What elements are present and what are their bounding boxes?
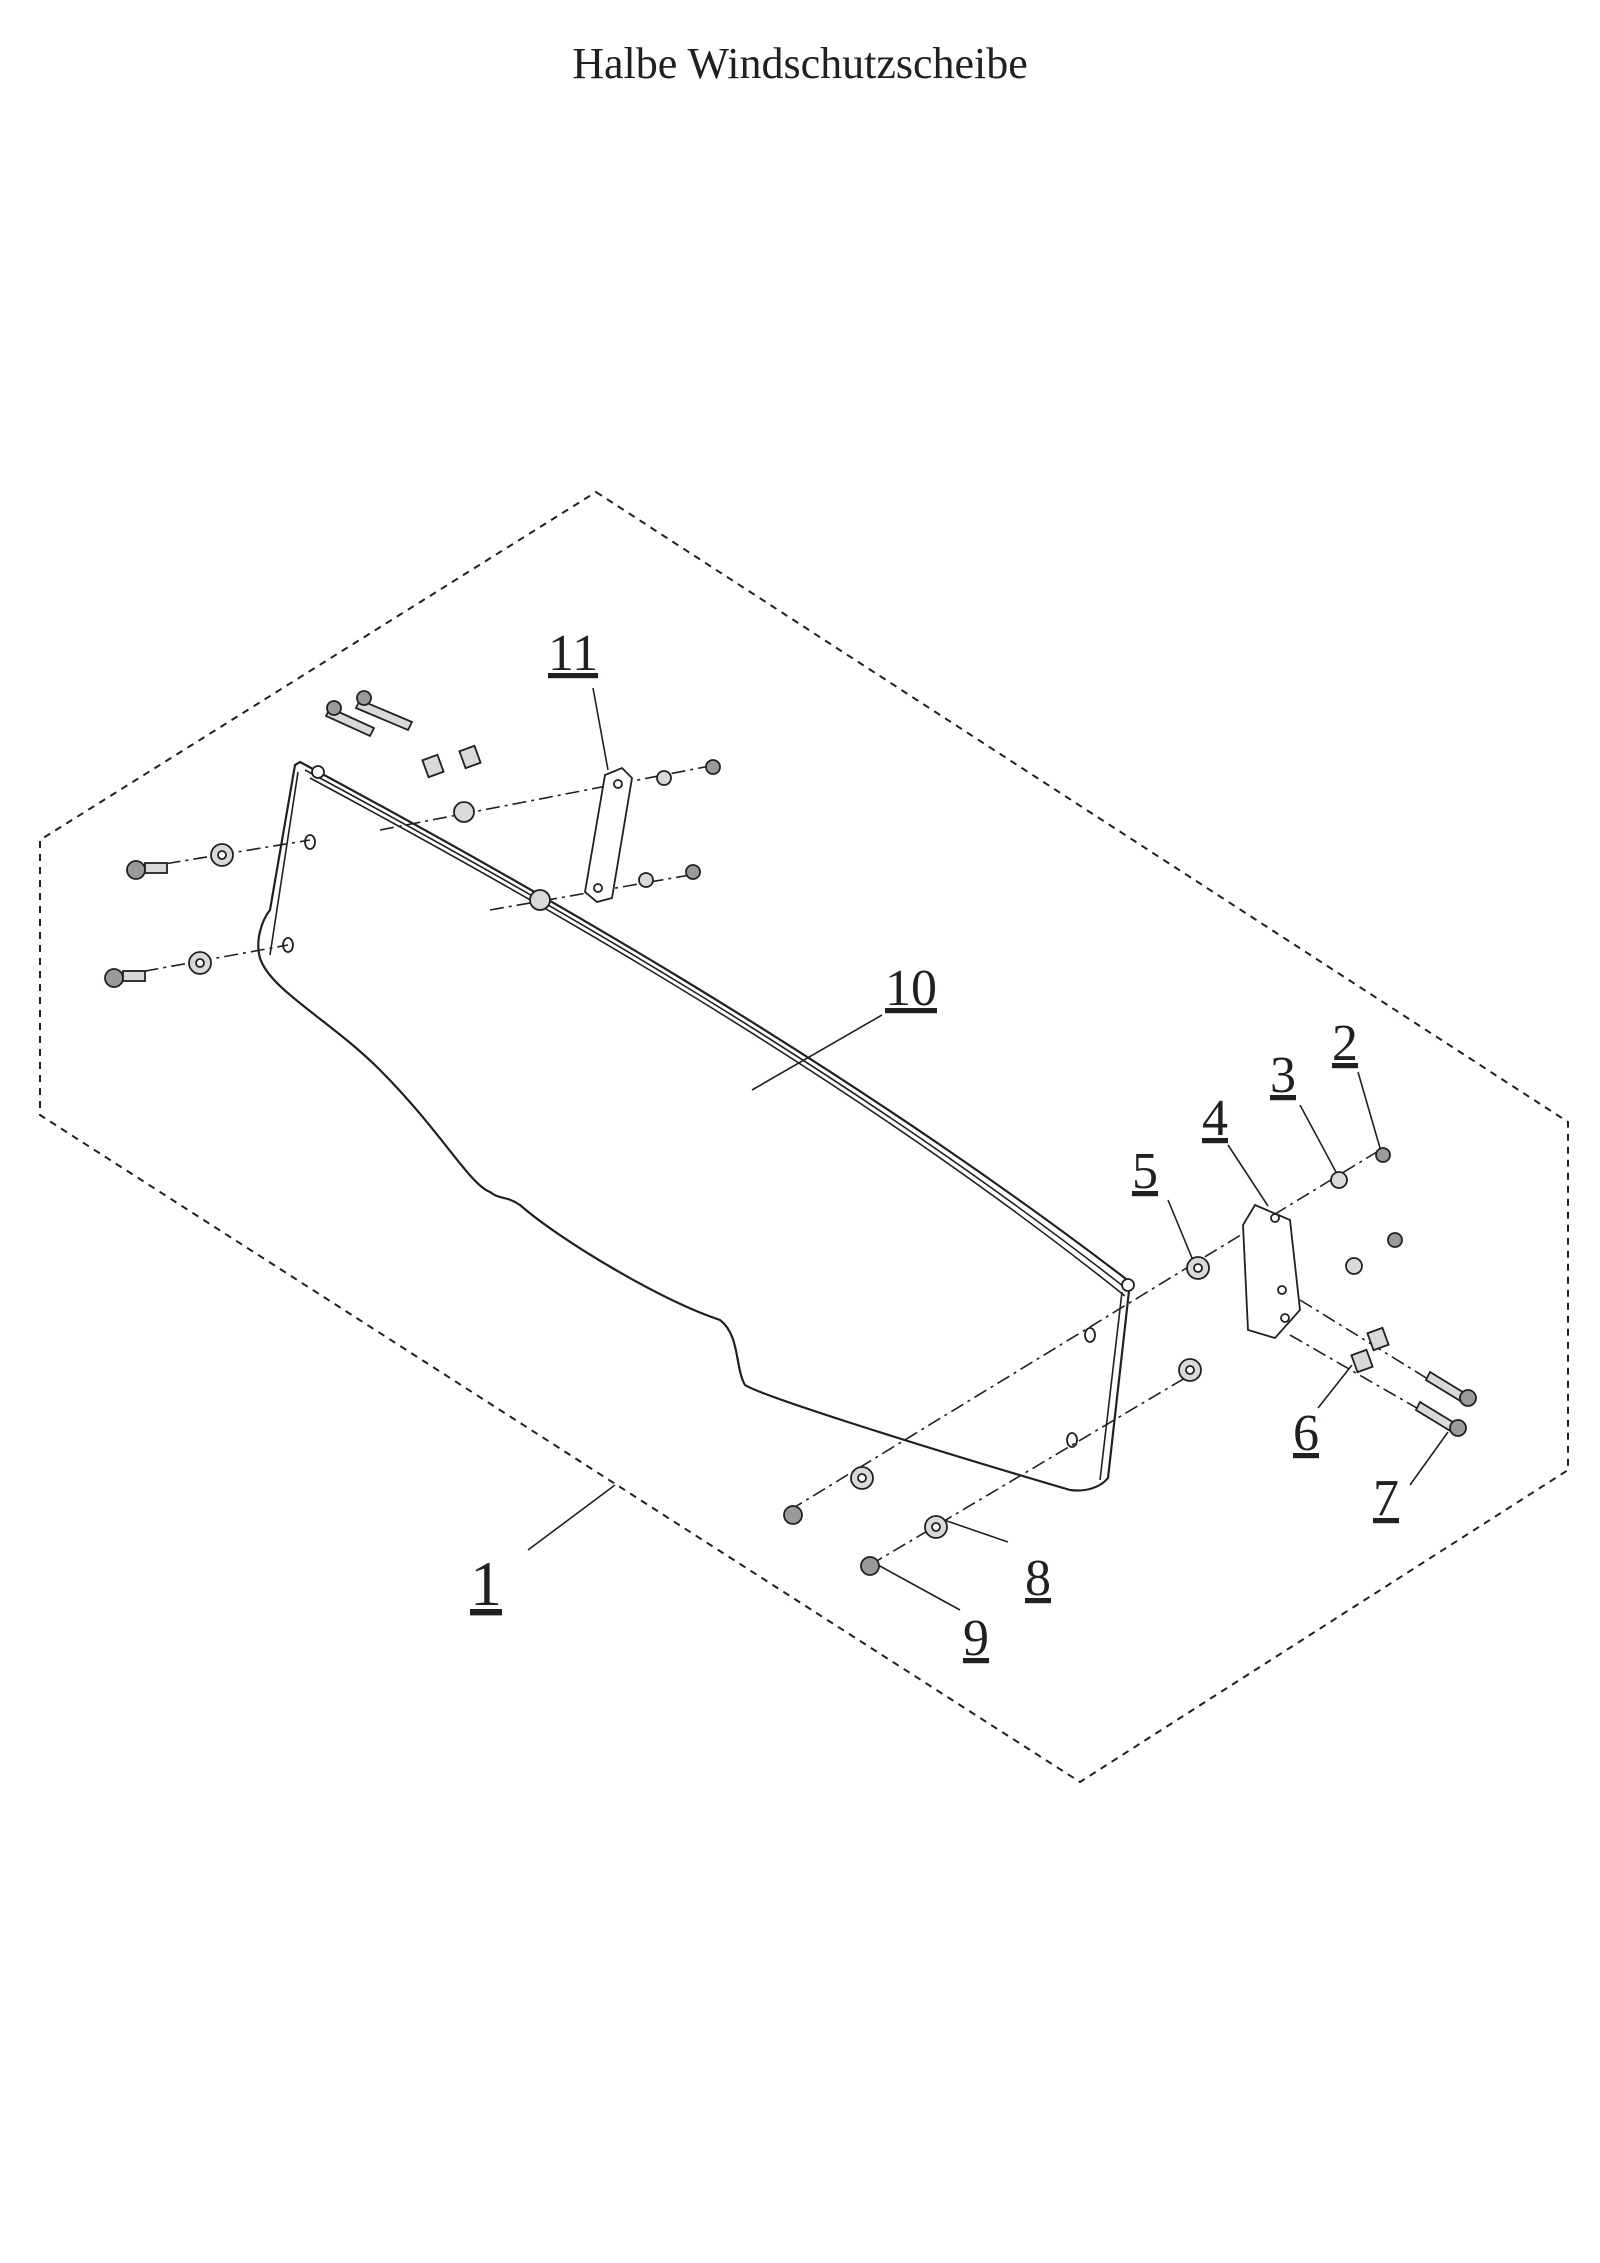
bushing [458, 744, 482, 770]
nut [1387, 1232, 1403, 1248]
nut [705, 759, 721, 775]
kit-boundary [39, 490, 1569, 1784]
nut [685, 864, 701, 880]
side-bracket [1242, 1203, 1301, 1340]
long-bolt [354, 698, 414, 732]
mount-hole [304, 834, 316, 850]
bushing [1366, 1326, 1390, 1352]
washer [1345, 1257, 1363, 1275]
spacer [529, 889, 551, 911]
bolt-head [104, 968, 124, 988]
callout-11: 11 [548, 625, 598, 682]
callout-2: 2 [1332, 1015, 1358, 1072]
leader-lines [527, 687, 1449, 1611]
corner-clip [311, 765, 325, 779]
corner-clip [1121, 1278, 1135, 1292]
callout-4: 4 [1202, 1090, 1228, 1147]
bolt-head [860, 1556, 880, 1576]
callout-9: 9 [963, 1610, 989, 1667]
left-hardware [104, 839, 311, 988]
callout-7: 7 [1373, 1470, 1399, 1527]
callout-6: 6 [1293, 1405, 1319, 1462]
callout-8: 8 [1025, 1550, 1051, 1607]
bolt-shank [122, 970, 146, 982]
bolt-head [783, 1505, 803, 1525]
callout-5: 5 [1132, 1143, 1158, 1200]
long-bolt [324, 706, 376, 738]
callout-10: 10 [885, 960, 937, 1017]
bushing [421, 753, 445, 779]
washer [656, 770, 672, 786]
mount-hole [1084, 1327, 1096, 1343]
callout-3: 3 [1270, 1047, 1296, 1104]
callout-1: 1 [470, 1548, 502, 1619]
washer [1330, 1171, 1348, 1189]
page-title: Halbe Windschutzscheibe [572, 39, 1028, 88]
bushing [1350, 1348, 1374, 1374]
upper-bracket-assembly [324, 690, 721, 911]
bolt-shank [144, 862, 168, 874]
nut [1375, 1147, 1391, 1163]
washer [638, 872, 654, 888]
right-hardware [783, 1147, 1477, 1576]
upper-bracket [584, 766, 633, 903]
bolt-head [126, 860, 146, 880]
spacer [453, 801, 475, 823]
